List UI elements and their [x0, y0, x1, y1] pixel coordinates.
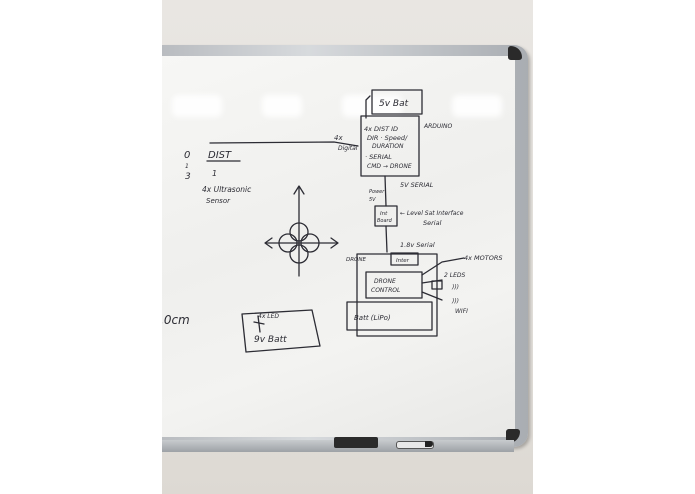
light-reflection: [262, 95, 302, 117]
drone-control-label-1: DRONE: [374, 278, 396, 285]
power-label-2: 5V: [369, 197, 376, 203]
drone-inter-box: [390, 252, 419, 266]
arduino-line-1: 4x DIST ID: [364, 125, 398, 133]
level-shift-label-2: Serial: [423, 219, 442, 227]
eraser: [334, 437, 378, 448]
frame-corner-bottom-right: [506, 429, 520, 443]
led-battery-box: [241, 309, 321, 353]
led-component: [431, 280, 443, 290]
wifi-wire: [421, 291, 443, 301]
battery-wire: [365, 95, 371, 119]
drone-control-box: [365, 271, 423, 299]
arduino-line-3: DURATION: [372, 143, 404, 150]
led-battery-label-2: 9v Batt: [254, 335, 287, 345]
digital-count-label: 4x: [334, 134, 343, 142]
drone-sketch: [264, 185, 339, 277]
ultrasonic-label-1: 4x Ultrasonic: [202, 185, 252, 194]
light-reflection: [452, 95, 502, 117]
interface-board-label-1: Int: [380, 211, 388, 217]
serial-5v-label: 5V SERIAL: [400, 181, 434, 189]
serial-18v-label: 1.8v Serial: [400, 241, 435, 249]
drone-inter-label: Inter: [396, 258, 410, 264]
cm-text: .0cm: [162, 313, 190, 327]
dist-digit-3: 3: [185, 172, 191, 182]
dist-digit-one: 1: [212, 169, 217, 178]
battery-label: 5v Bat: [379, 99, 409, 109]
wifi-label: WIFI: [455, 308, 468, 315]
lipo-battery-box: [346, 301, 433, 331]
arduino-line-2: DIR · Speed/: [367, 134, 408, 142]
lipo-battery-label: Batt (LiPo): [354, 314, 391, 322]
frame-corner-top-right: [508, 46, 522, 60]
dist-digit-1: 1: [185, 163, 189, 170]
marker-cap: [425, 441, 433, 447]
arduino-line-4: · SERIAL: [365, 153, 392, 161]
drone-box: [356, 253, 438, 337]
led-battery-label-1: 4x LED: [258, 313, 279, 320]
dist-title: DIST: [208, 150, 232, 161]
motor-wire: [421, 257, 465, 276]
arduino-box: [360, 115, 420, 177]
led-symbol: [253, 315, 265, 333]
wifi-arcs: ))): [451, 298, 459, 305]
drone-label: DRONE: [346, 257, 367, 263]
leds-label: 2 LEDS: [444, 272, 465, 279]
light-reflection: [172, 95, 222, 117]
sensor-wire: [209, 141, 359, 147]
dist-digit-0: 0: [184, 150, 190, 161]
marker: [396, 441, 434, 449]
power-label-1: Power: [369, 189, 385, 195]
whiteboard-drawing: 5v Bat ARDUINO 4x DIST ID DIR · Speed/ D…: [162, 89, 503, 353]
serial-18v-wire: [385, 225, 388, 253]
level-shift-label-1: ← Level Sat Interface: [400, 210, 464, 217]
serial-wire: [384, 175, 387, 207]
interface-board-label-2: Board: [377, 218, 393, 224]
whiteboard-photo: 5v Bat ARDUINO 4x DIST ID DIR · Speed/ D…: [162, 0, 533, 494]
whiteboard-surface: [162, 56, 515, 437]
battery-box: [371, 89, 423, 115]
led-arcs: ))): [451, 284, 459, 291]
drone-control-label-2: CONTROL: [371, 287, 400, 294]
arduino-label: ARDUINO: [423, 123, 453, 130]
ultrasonic-label-2: Sensor: [206, 197, 231, 205]
digital-label: Digital: [338, 145, 358, 152]
motors-label: 4x MOTORS: [464, 254, 503, 262]
arduino-line-5: CMD → DRONE: [367, 163, 412, 170]
